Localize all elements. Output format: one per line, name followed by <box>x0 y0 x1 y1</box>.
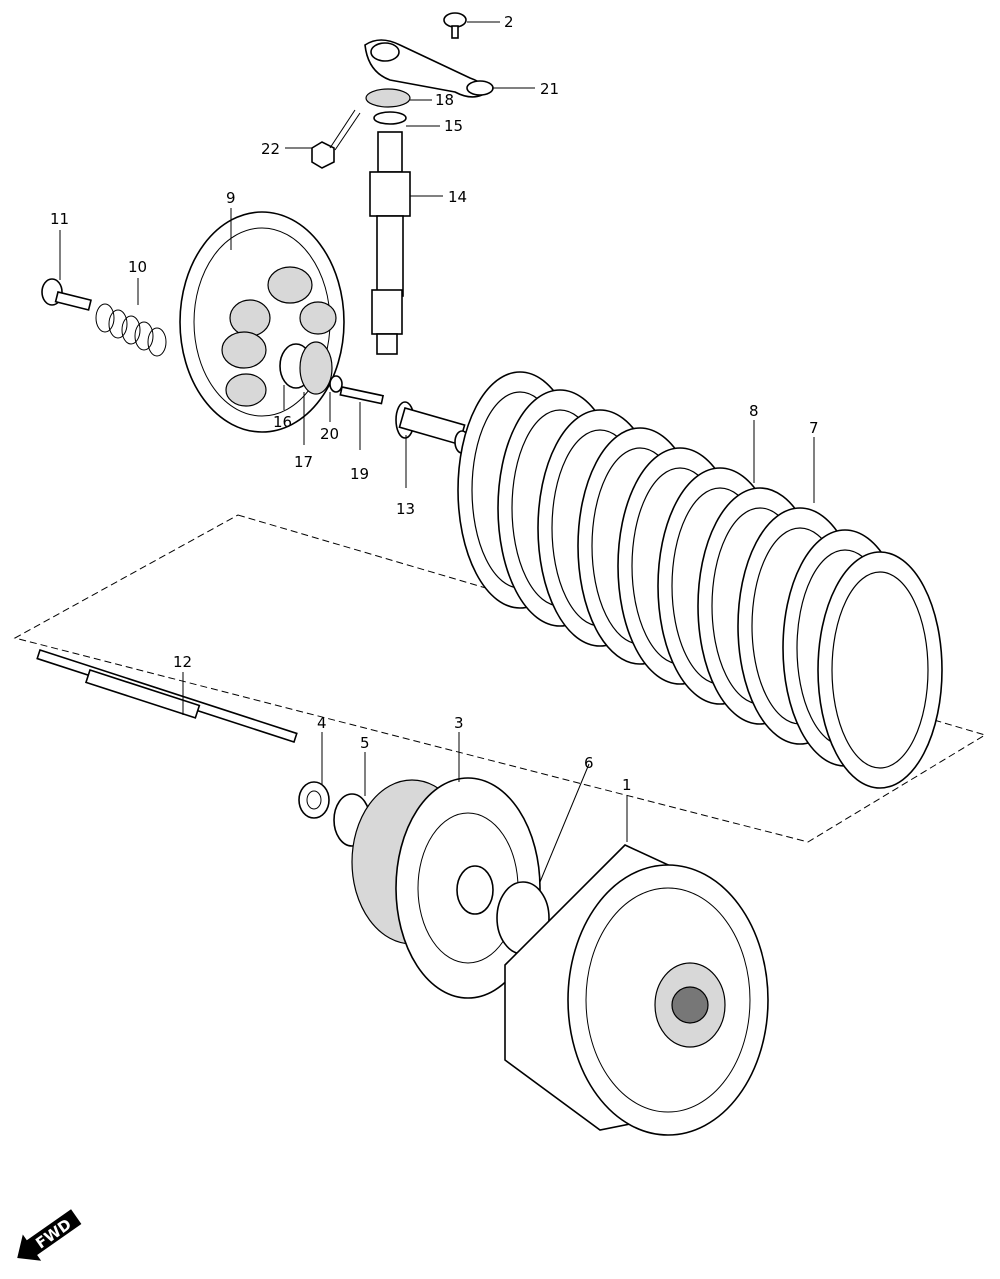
part-12-long-rod <box>36 648 298 744</box>
part-1-clutch-housing <box>504 844 769 1136</box>
part-15-o-ring <box>373 111 407 125</box>
callout-1: 1 <box>622 776 632 794</box>
callout-20: 20 <box>320 425 339 443</box>
part-4-nut <box>298 781 330 819</box>
callout-8: 8 <box>749 402 759 420</box>
forward-direction-arrow: FWD <box>17 1209 82 1261</box>
leader-lines <box>59 21 815 883</box>
part-2-screw <box>443 12 467 39</box>
callout-10: 10 <box>128 258 147 276</box>
callout-2: 2 <box>504 13 514 31</box>
callout-13: 13 <box>396 500 415 518</box>
part-9-pressure-plate <box>179 211 345 433</box>
callout-18: 18 <box>435 91 454 109</box>
part-20-nut <box>329 375 343 393</box>
callout-19: 19 <box>350 465 369 483</box>
callout-4: 4 <box>317 714 327 732</box>
callout-3: 3 <box>454 714 464 732</box>
callout-7: 7 <box>809 419 819 437</box>
part-10-spring <box>95 303 167 357</box>
part-14-clutch-shaft <box>369 131 411 355</box>
callout-11: 11 <box>50 210 69 228</box>
callout-6: 6 <box>584 754 594 772</box>
part-11-bolt <box>41 278 92 311</box>
part-19-push-rod <box>339 386 385 405</box>
callout-5: 5 <box>360 734 370 752</box>
clutch-plate-stack <box>457 371 943 789</box>
callout-14: 14 <box>448 188 467 206</box>
callout-16: 16 <box>273 413 292 431</box>
callout-12: 12 <box>173 653 192 671</box>
part-17-washer <box>299 341 333 395</box>
callout-21: 21 <box>540 80 559 98</box>
part-21-clutch-lever <box>364 39 494 98</box>
callout-labels: 2 21 18 15 22 14 9 11 10 16 20 17 19 13 … <box>50 13 819 794</box>
callout-15: 15 <box>444 117 463 135</box>
callout-17: 17 <box>294 453 313 471</box>
part-18-washer <box>365 88 411 108</box>
part-22-bolt <box>311 109 361 169</box>
callout-9: 9 <box>226 189 236 207</box>
callout-22: 22 <box>261 140 280 158</box>
part-13-push-piece <box>395 401 470 454</box>
